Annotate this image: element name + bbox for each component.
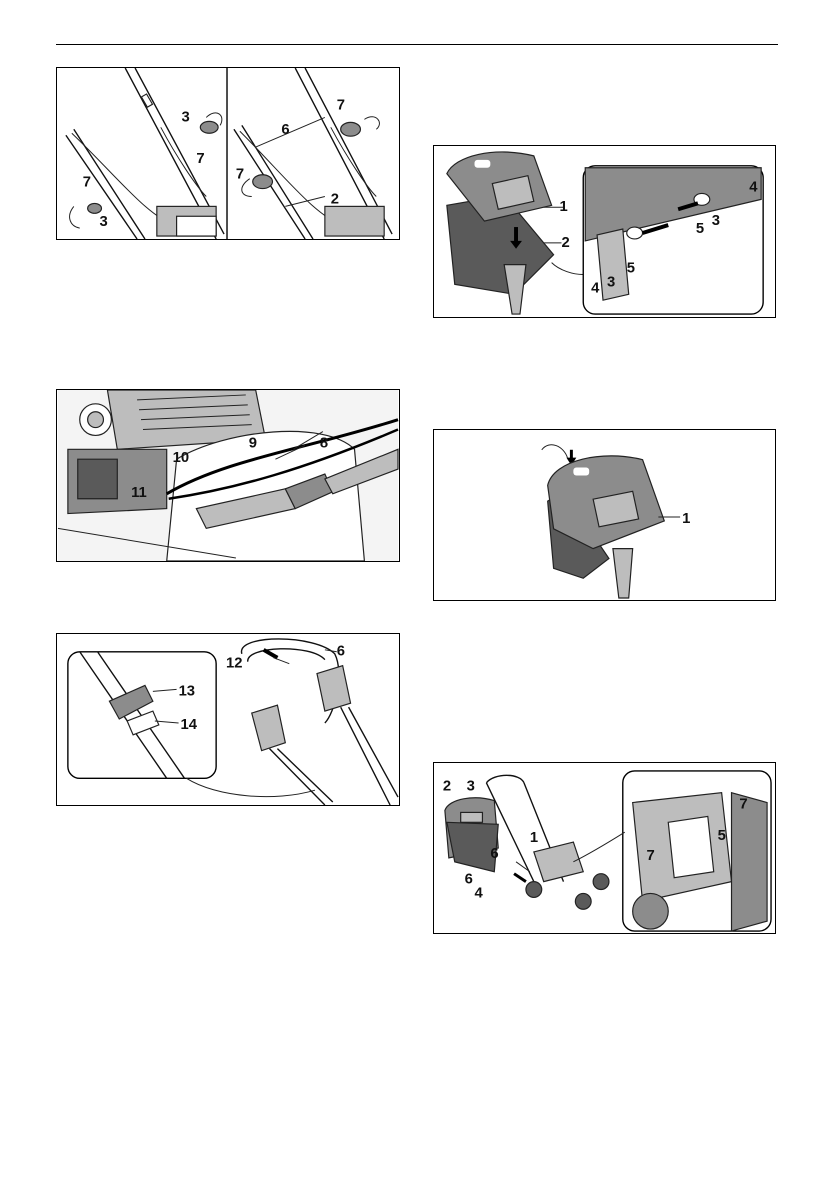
callout-5: 5 — [718, 828, 726, 844]
callout-2: 2 — [331, 191, 339, 207]
figure-handle-mount: 3 7 7 3 6 7 7 2 — [56, 67, 400, 240]
callout-1: 1 — [682, 511, 690, 527]
callout-6b: 6 — [465, 872, 473, 888]
callout-11: 11 — [131, 485, 147, 501]
callout-12: 12 — [226, 656, 242, 672]
callout-14: 14 — [181, 717, 198, 733]
callout-4b: 4 — [749, 179, 758, 195]
handle-lever-illustration: 13 14 12 6 — [57, 634, 399, 805]
callout-5b: 5 — [696, 221, 704, 237]
figure-handle-lever: 13 14 12 6 — [56, 633, 400, 806]
callout-9: 9 — [249, 435, 257, 451]
bag-assembly-illustration: 1 2 4 3 5 5 4 3 — [434, 146, 775, 317]
callout-4: 4 — [475, 885, 484, 901]
callout-6: 6 — [281, 122, 289, 138]
callout-7a: 7 — [196, 151, 204, 167]
figure-bag-attach: 2 3 1 6 6 4 7 5 7 — [433, 762, 776, 934]
callout-8: 8 — [320, 435, 328, 451]
figure-bag-closed: 1 — [433, 429, 776, 601]
callout-1: 1 — [530, 830, 538, 846]
callout-13: 13 — [179, 683, 195, 699]
page-top-rule — [56, 44, 778, 45]
bag-closed-illustration: 1 — [434, 430, 775, 600]
callout-7d: 7 — [236, 167, 244, 183]
callout-3: 3 — [467, 779, 475, 795]
callout-6a: 6 — [490, 846, 498, 862]
callout-10: 10 — [173, 450, 189, 466]
callout-6: 6 — [337, 644, 345, 660]
callout-1: 1 — [560, 199, 568, 215]
callout-7b: 7 — [647, 848, 655, 864]
callout-7a: 7 — [739, 796, 747, 812]
bag-attach-illustration: 2 3 1 6 6 4 7 5 7 — [434, 763, 775, 933]
callout-2: 2 — [562, 235, 570, 251]
callout-3a: 3 — [607, 274, 615, 290]
handle-mount-illustration: 3 7 7 3 6 7 7 2 — [57, 68, 399, 239]
callout-3a: 3 — [182, 109, 190, 125]
callout-7c: 7 — [337, 98, 345, 114]
callout-3b: 3 — [712, 213, 720, 229]
callout-2: 2 — [443, 779, 451, 795]
figure-cable-routing: 8 9 10 11 — [56, 389, 400, 562]
callout-5a: 5 — [627, 261, 635, 277]
figure-bag-assembly: 1 2 4 3 5 5 4 3 — [433, 145, 776, 318]
cable-routing-illustration: 8 9 10 11 — [57, 390, 399, 561]
callout-4a: 4 — [591, 280, 600, 296]
callout-3b: 3 — [100, 214, 108, 230]
callout-7b: 7 — [83, 175, 91, 191]
